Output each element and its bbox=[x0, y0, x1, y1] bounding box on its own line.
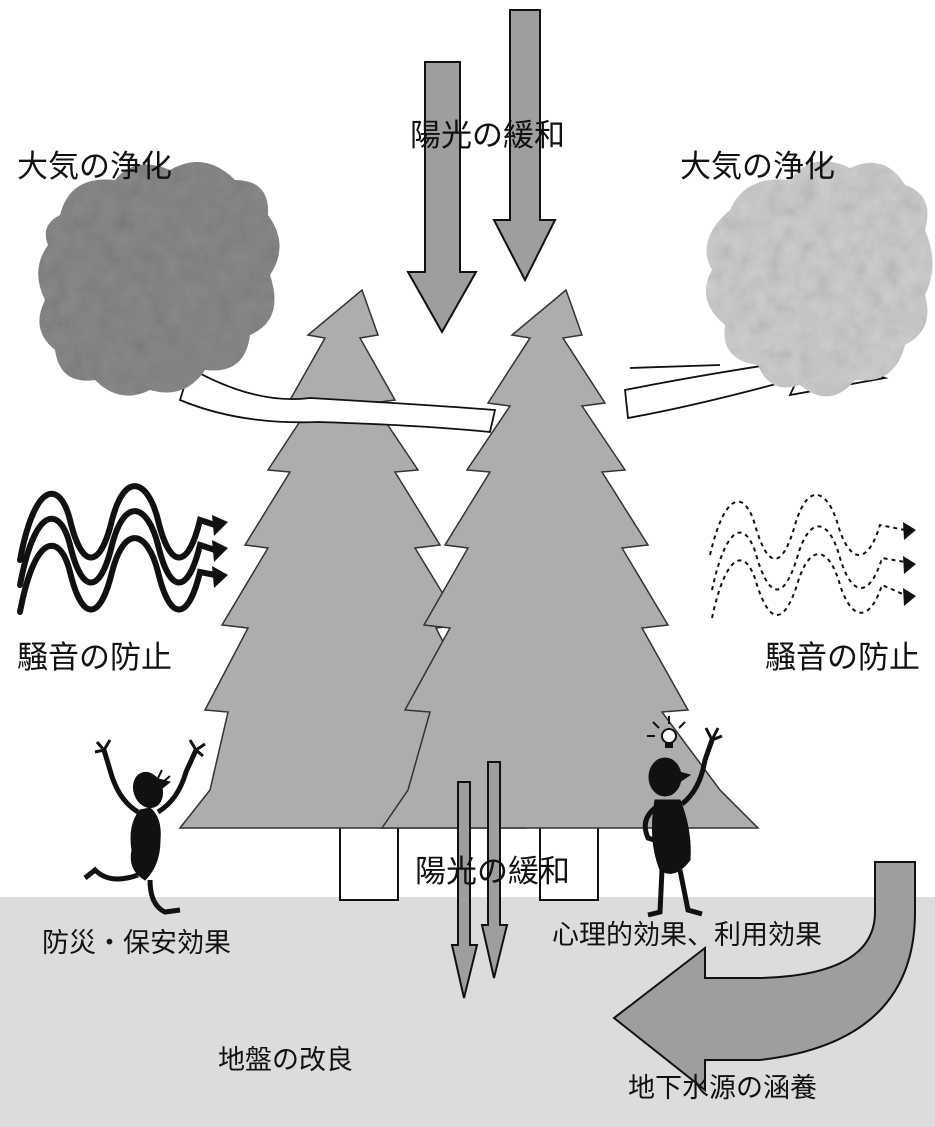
lightbulb-icon bbox=[647, 716, 686, 748]
label-psych: 心理的効果、利用効果 bbox=[552, 920, 822, 951]
air-flow-left bbox=[178, 366, 497, 433]
noise-waves-left bbox=[17, 483, 218, 615]
label-air-right: 大気の浄化 bbox=[680, 149, 835, 185]
label-disaster: 防災・保安効果 bbox=[42, 928, 231, 959]
clean-air-cloud bbox=[705, 161, 933, 397]
label-air-left: 大気の浄化 bbox=[17, 149, 172, 185]
sunlight-arrows-bottom bbox=[450, 761, 509, 999]
label-ground: 地盤の改良 bbox=[218, 1045, 353, 1076]
label-noise-left: 騒音の防止 bbox=[17, 640, 172, 676]
label-groundwater: 地下水源の涵養 bbox=[628, 1073, 817, 1104]
noise-arrowheads-left bbox=[212, 515, 228, 588]
dirty-air-cloud bbox=[38, 162, 280, 396]
label-sunlight-top: 陽光の緩和 bbox=[410, 118, 565, 154]
right-tree bbox=[380, 288, 760, 829]
noise-arrowheads-right bbox=[903, 522, 916, 606]
label-noise-right: 騒音の防止 bbox=[765, 640, 920, 676]
sunlight-arrows-top bbox=[406, 9, 557, 335]
idea-figure bbox=[642, 727, 723, 918]
noise-waves-right bbox=[709, 493, 906, 619]
label-sunlight-bottom: 陽光の緩和 bbox=[415, 854, 570, 890]
alarmed-figure bbox=[83, 739, 206, 915]
groundwater-arrow bbox=[612, 861, 916, 1093]
